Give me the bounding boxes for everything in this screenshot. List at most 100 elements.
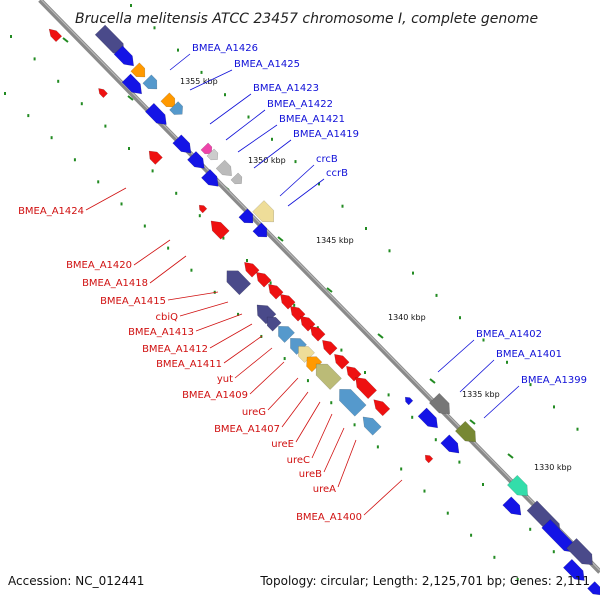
- tick-mark: [224, 93, 226, 97]
- forward-gene-arrow: [502, 496, 522, 516]
- tick-mark: [482, 338, 485, 342]
- tick-mark: [434, 438, 437, 442]
- reverse-gene-label: yut: [217, 374, 233, 385]
- tick-mark: [190, 268, 193, 272]
- tick-mark: [97, 180, 100, 184]
- tick-mark: [388, 249, 391, 253]
- forward-gene-arrow: [215, 159, 232, 176]
- tick-mark: [341, 204, 344, 208]
- forward-gene-arrow: [206, 148, 219, 161]
- reverse-gene-label: BMEA_A1413: [128, 327, 194, 338]
- reverse-gene-label: BMEA_A1409: [182, 390, 248, 401]
- tick-mark: [200, 70, 203, 74]
- kbp-marker-label: 1340 kbp: [388, 313, 426, 322]
- leader-line: [209, 323, 253, 349]
- kbp-marker-label: 1355 kbp: [180, 77, 218, 86]
- leader-line: [323, 427, 345, 473]
- tick-mark: [57, 79, 60, 83]
- reverse-gene-label: ureG: [242, 407, 266, 418]
- reverse-gene-arrow: [226, 270, 252, 296]
- reverse-gene-arrow: [339, 389, 367, 417]
- tick-mark: [330, 401, 333, 405]
- tick-mark: [50, 136, 53, 140]
- leader-line: [223, 335, 263, 364]
- reverse-gene-arrow: [334, 353, 350, 370]
- tick-mark: [167, 246, 170, 250]
- tick-mark: [27, 114, 30, 118]
- tick-mark: [247, 115, 250, 119]
- reverse-gene-arrow: [98, 88, 108, 99]
- forward-gene-label: BMEA_A1423: [253, 83, 319, 94]
- forward-gene-arrow: [144, 102, 167, 125]
- leader-line: [267, 377, 299, 411]
- reverse-gene-label: BMEA_A1418: [82, 278, 148, 289]
- forward-gene-arrow: [562, 558, 585, 581]
- leader-line: [249, 361, 285, 395]
- forward-gene-arrow: [121, 73, 142, 95]
- tick-mark: [506, 360, 508, 364]
- forward-gene-arrow: [130, 62, 146, 78]
- reverse-gene-arrow: [48, 28, 63, 43]
- tick-mark: [365, 227, 367, 230]
- tick-mark: [177, 48, 179, 52]
- reverse-gene-arrow: [268, 283, 284, 300]
- tick-mark: [104, 124, 107, 128]
- leader-line: [281, 391, 309, 428]
- tick-mark: [446, 511, 449, 515]
- forward-gene-label: BMEA_A1421: [279, 114, 345, 125]
- tick-mark: [198, 214, 201, 218]
- tick-mark: [283, 357, 286, 361]
- forward-gene-label: crcB: [316, 154, 338, 165]
- leader-line: [195, 313, 243, 332]
- tick-mark: [353, 423, 356, 427]
- leader-line: [133, 239, 171, 266]
- leader-line: [483, 385, 520, 419]
- reverse-gene-arrow: [210, 220, 230, 240]
- leader-line: [234, 347, 273, 379]
- forward-gene-label: BMEA_A1425: [234, 59, 300, 70]
- tick-mark: [175, 191, 178, 195]
- reverse-gene-arrow: [280, 293, 296, 310]
- forward-gene-arrow: [187, 151, 205, 169]
- tick-dash: [429, 378, 436, 384]
- reverse-gene-label: BMEA_A1412: [142, 344, 208, 355]
- tick-mark: [222, 236, 225, 240]
- leader-line: [287, 178, 325, 207]
- tick-dash: [326, 287, 333, 293]
- tick-mark: [516, 577, 519, 581]
- forward-gene-arrow: [454, 420, 476, 443]
- tick-mark: [435, 293, 438, 297]
- reverse-gene-label: ureC: [287, 455, 310, 466]
- leader-line: [189, 69, 233, 91]
- tick-mark: [400, 467, 403, 471]
- forward-gene-label: BMEA_A1426: [192, 43, 258, 54]
- tick-mark: [293, 303, 296, 307]
- gene-features: [48, 24, 600, 596]
- tick-mark: [33, 57, 36, 61]
- reverse-gene-arrow: [256, 271, 272, 288]
- reverse-gene-arrow: [298, 346, 315, 363]
- tick-dash: [62, 37, 69, 43]
- tick-mark: [128, 147, 130, 150]
- tick-mark: [411, 415, 414, 419]
- tick-mark: [458, 460, 461, 464]
- genome-backbone: [38, 0, 600, 574]
- reverse-gene-label: ureB: [299, 469, 322, 480]
- tick-mark: [412, 271, 414, 275]
- reverse-gene-label: BMEA_A1420: [66, 260, 132, 271]
- forward-gene-arrow: [200, 142, 213, 155]
- tick-mark: [271, 137, 273, 141]
- forward-gene-arrow: [252, 222, 268, 238]
- leader-line: [85, 187, 127, 211]
- leader-line: [169, 53, 191, 71]
- kbp-marker-label: 1350 kbp: [248, 156, 286, 165]
- forward-gene-arrow: [230, 172, 243, 185]
- tick-mark: [459, 316, 461, 320]
- reverse-gene-label: BMEA_A1411: [156, 359, 222, 370]
- reverse-gene-arrow: [346, 365, 362, 382]
- tick-mark: [482, 483, 484, 486]
- forward-gene-label: BMEA_A1402: [476, 329, 542, 340]
- leader-line: [225, 109, 266, 141]
